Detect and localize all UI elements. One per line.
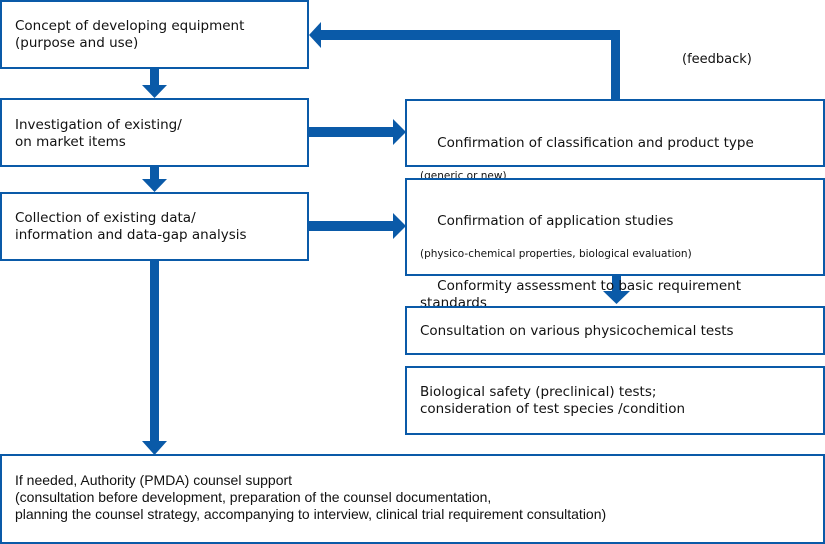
arrow-collection-to-application [308, 213, 406, 239]
arrow-investigation-to-collection [142, 166, 167, 192]
arrow-feedback [309, 22, 620, 100]
collection-box: Collection of existing data/ information… [0, 192, 309, 261]
concept-box: Concept of developing equipment (purpose… [0, 0, 309, 69]
classification-title: Confirmation of classification and produ… [437, 135, 754, 151]
biological-text: Biological safety (preclinical) tests; c… [420, 384, 686, 417]
application-extra: Conformity assessment to basic requireme… [420, 278, 742, 311]
application-box: Confirmation of application studies (phy… [405, 178, 825, 311]
application-sub: (physico-chemical properties, biological… [420, 248, 692, 260]
physicochemical-text: Consultation on various physicochemical … [420, 323, 734, 339]
biological-box: Biological safety (preclinical) tests; c… [405, 366, 825, 435]
application-text: Confirmation of application studies (phy… [420, 196, 741, 329]
classification-box: Confirmation of classification and produ… [405, 99, 825, 182]
arrow-concept-to-investigation [142, 68, 167, 98]
investigation-box: Investigation of existing/ on market ite… [0, 98, 309, 167]
application-title: Confirmation of application studies [437, 213, 674, 229]
arrow-application-to-physicochemical [603, 275, 630, 304]
feedback-label: (feedback) [682, 52, 752, 67]
authority-box: If needed, Authority (PMDA) counsel supp… [0, 454, 825, 544]
concept-text: Concept of developing equipment (purpose… [15, 18, 245, 51]
investigation-text: Investigation of existing/ on market ite… [15, 117, 182, 150]
arrow-investigation-to-classification [308, 119, 406, 145]
collection-text: Collection of existing data/ information… [15, 210, 247, 243]
physicochemical-box: Consultation on various physicochemical … [405, 306, 825, 355]
authority-text: If needed, Authority (PMDA) counsel supp… [15, 472, 607, 522]
arrow-collection-to-authority [142, 260, 167, 455]
